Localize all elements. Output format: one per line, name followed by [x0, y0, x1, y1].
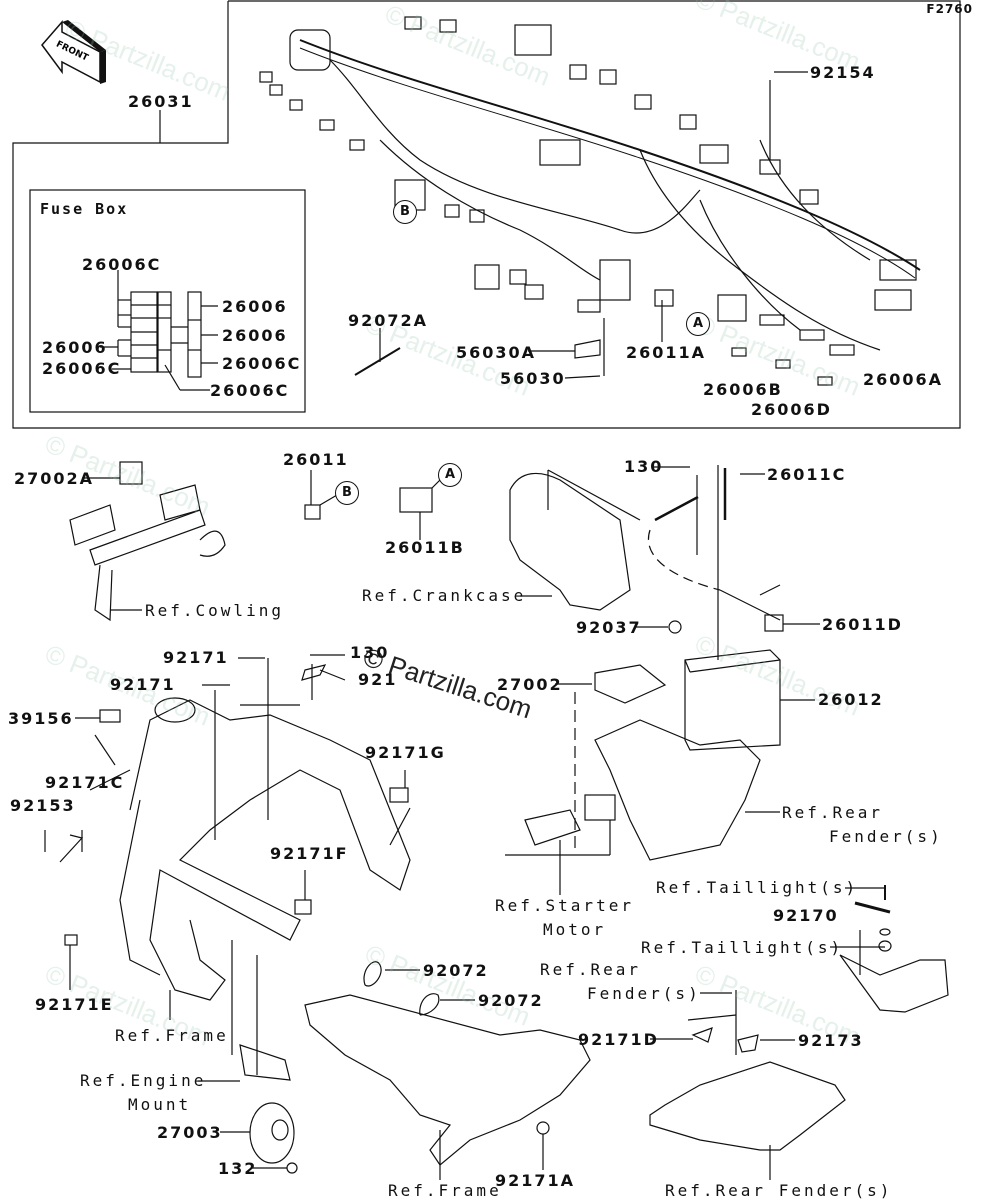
part-label-56030[interactable]: 56030 — [500, 369, 566, 388]
rear-frame — [304, 994, 591, 1166]
fuse-label-26006c[interactable]: 26006C — [82, 255, 162, 274]
cowling-bracket — [69, 461, 226, 622]
part-label-26006b[interactable]: 26006B — [703, 380, 783, 399]
part-label-26011[interactable]: 26011 — [283, 450, 349, 469]
frame — [119, 697, 411, 1001]
part-label-132[interactable]: 132 — [218, 1159, 258, 1178]
part-label-92153[interactable]: 92153 — [10, 796, 76, 815]
harness-outline — [12, 0, 961, 429]
part-label-130[interactable]: 130 — [350, 643, 390, 662]
part-label-92171[interactable]: 92171 — [110, 675, 176, 694]
part-label-39156[interactable]: 39156 — [8, 709, 74, 728]
part-label-26011b[interactable]: 26011B — [385, 538, 465, 557]
ref-label-taillight[interactable]: Ref.Taillight(s) — [656, 878, 859, 897]
part-label-92072a[interactable]: 92072A — [348, 311, 429, 330]
ref-label-rear-fender[interactable]: Ref.Rear — [782, 803, 884, 822]
part-label-92171e[interactable]: 92171E — [35, 995, 114, 1014]
part-label-92171c[interactable]: 92171C — [45, 773, 125, 792]
diagram-code: F2760 — [926, 2, 973, 16]
fuse-box-schematic — [100, 270, 218, 391]
ref-label-cowling[interactable]: Ref.Cowling — [145, 601, 284, 620]
part-label-26006d[interactable]: 26006D — [751, 400, 832, 419]
part-label-92171f[interactable]: 92171F — [270, 844, 349, 863]
fuse-label-26006c[interactable]: 26006C — [222, 354, 302, 373]
part-label-27002a[interactable]: 27002A — [14, 469, 95, 488]
ref-marker-a[interactable]: A — [686, 312, 710, 336]
part-label-26006a[interactable]: 26006A — [863, 370, 944, 389]
part-label-26011c[interactable]: 26011C — [767, 465, 847, 484]
part-label-26031[interactable]: 26031 — [128, 92, 194, 111]
ref-label-engine-mount[interactable]: Ref.Engine — [80, 1071, 207, 1090]
wire-harness — [299, 39, 921, 271]
part-label-27002[interactable]: 27002 — [497, 675, 563, 694]
part-label-92173[interactable]: 92173 — [798, 1031, 864, 1050]
front-arrow-icon — [41, 19, 106, 84]
ref-marker-b[interactable]: B — [335, 481, 359, 505]
ecu — [594, 664, 667, 704]
crankcase — [509, 472, 631, 611]
ref-label-starter-motor[interactable]: Motor — [543, 920, 607, 939]
part-label-92171g[interactable]: 92171G — [365, 743, 446, 762]
ref-label-engine-mount[interactable]: Mount — [128, 1095, 192, 1114]
ref-label-rear-fender[interactable]: Fender(s) — [587, 984, 701, 1003]
part-label-130[interactable]: 130 — [624, 457, 664, 476]
part-label-92171d[interactable]: 92171D — [578, 1030, 659, 1049]
fuse-label-26006[interactable]: 26006 — [42, 338, 108, 357]
ref-label-taillight[interactable]: Ref.Taillight(s) — [641, 938, 844, 957]
ref-label-frame[interactable]: Ref.Frame — [115, 1026, 229, 1045]
ref-label-rear-fender[interactable]: Ref.Rear — [540, 960, 642, 979]
ref-label-rear-fender[interactable]: Ref.Rear Fender(s) — [665, 1181, 893, 1200]
part-label-921-obscured[interactable]: 921 — [358, 670, 398, 689]
part-label-92037[interactable]: 92037 — [576, 618, 642, 637]
part-label-92171[interactable]: 92171 — [163, 648, 229, 667]
horn — [249, 1102, 295, 1164]
ref-marker-b[interactable]: B — [393, 200, 417, 224]
part-label-92072[interactable]: 92072 — [478, 991, 544, 1010]
fuse-box-frame — [29, 189, 306, 413]
ref-label-rear-fender[interactable]: Fender(s) — [829, 827, 943, 846]
part-label-92171a[interactable]: 92171A — [495, 1171, 576, 1190]
fuse-label-26006[interactable]: 26006 — [222, 326, 288, 345]
part-label-26012[interactable]: 26012 — [818, 690, 884, 709]
fuse-box-title: Fuse Box — [40, 200, 129, 218]
fuse-label-26006c[interactable]: 26006C — [42, 359, 122, 378]
part-label-26011a[interactable]: 26011A — [626, 343, 707, 362]
fuse-label-26006c[interactable]: 26006C — [210, 381, 290, 400]
ref-marker-a[interactable]: A — [438, 463, 462, 487]
taillight — [839, 954, 949, 1013]
part-label-92154[interactable]: 92154 — [810, 63, 876, 82]
battery-tray — [594, 719, 761, 861]
rear-fender — [649, 1061, 846, 1151]
part-label-92072[interactable]: 92072 — [423, 961, 489, 980]
part-label-27003[interactable]: 27003 — [157, 1123, 223, 1142]
battery — [684, 649, 815, 751]
fuse-label-26006[interactable]: 26006 — [222, 297, 288, 316]
ref-label-crankcase[interactable]: Ref.Crankcase — [362, 586, 527, 605]
ref-label-starter-motor[interactable]: Ref.Starter — [495, 896, 634, 915]
harness-connectors — [259, 16, 917, 386]
ref-label-frame[interactable]: Ref.Frame — [388, 1181, 502, 1200]
part-label-92170[interactable]: 92170 — [773, 906, 839, 925]
part-label-26011d[interactable]: 26011D — [822, 615, 903, 634]
part-label-56030a[interactable]: 56030A — [456, 343, 537, 362]
